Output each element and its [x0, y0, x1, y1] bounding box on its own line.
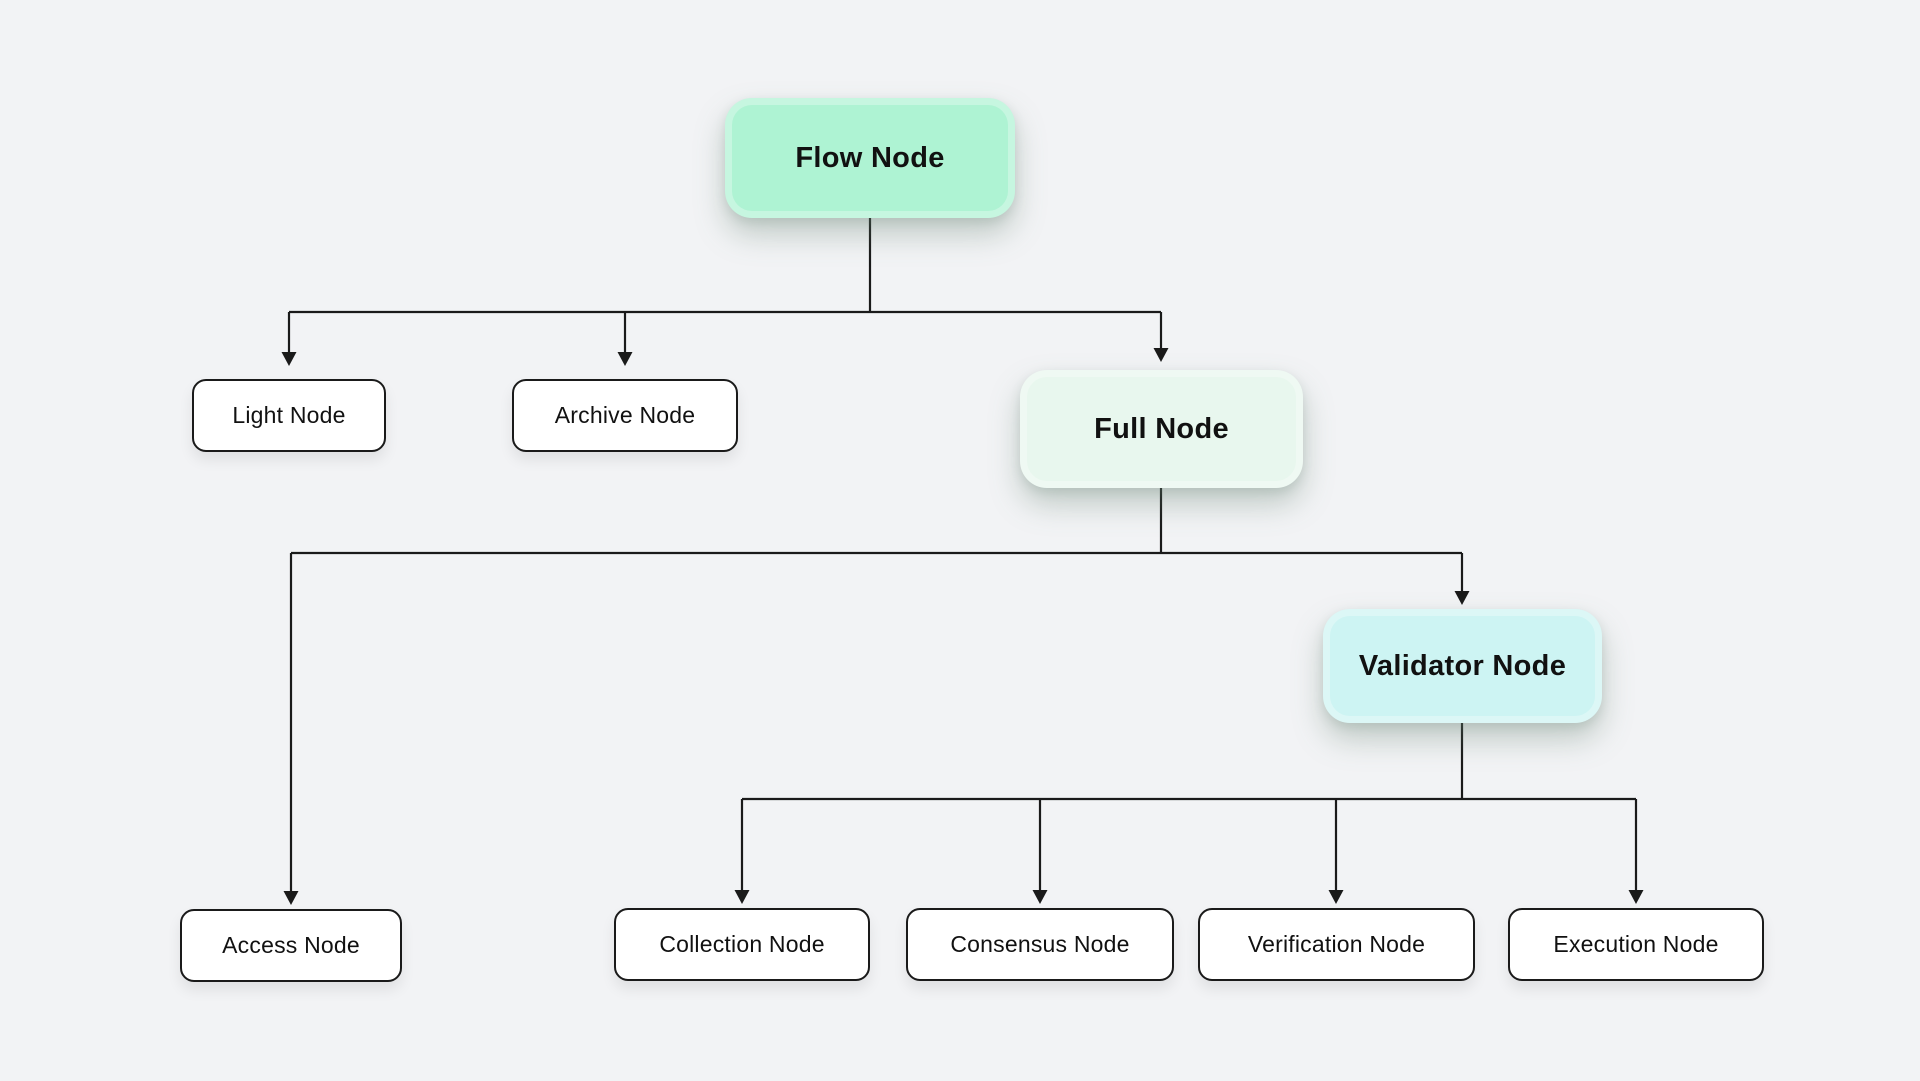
edges-from-flow-node [281, 218, 1169, 366]
flow-node-label: Flow Node [795, 141, 945, 174]
edges-from-validator-node [734, 723, 1644, 904]
full-node-box: Full Node [1020, 370, 1303, 488]
consensus-node-box: Consensus Node [906, 908, 1174, 981]
verification-node-label: Verification Node [1247, 931, 1426, 957]
consensus-node-label: Consensus Node [950, 931, 1130, 957]
light-node-label: Light Node [232, 402, 346, 428]
verification-node-box: Verification Node [1198, 908, 1475, 981]
execution-node-label: Execution Node [1553, 931, 1719, 957]
full-node-label: Full Node [1094, 412, 1229, 445]
archive-node-box: Archive Node [512, 379, 738, 452]
collection-node-box: Collection Node [614, 908, 870, 981]
access-node-label: Access Node [222, 932, 360, 958]
archive-node-label: Archive Node [554, 402, 696, 428]
execution-node-box: Execution Node [1508, 908, 1764, 981]
light-node-box: Light Node [192, 379, 386, 452]
validator-node-box: Validator Node [1323, 609, 1602, 723]
validator-node-label: Validator Node [1358, 649, 1567, 682]
collection-node-label: Collection Node [659, 931, 825, 957]
flow-node-box: Flow Node [725, 98, 1015, 218]
edges-from-full-node [283, 488, 1470, 905]
access-node-box: Access Node [180, 909, 402, 982]
